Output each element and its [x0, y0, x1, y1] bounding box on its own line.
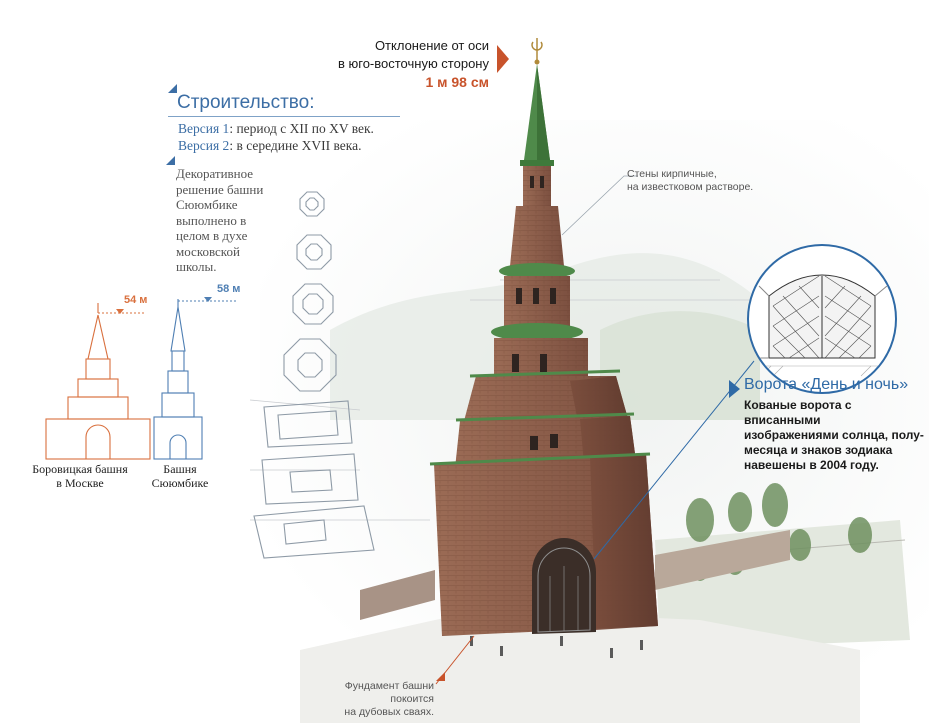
- construction-version-1: Версия 1: период с XII по XV век.: [178, 121, 374, 137]
- gate-line3: месяца и знаков зодиака: [744, 443, 893, 457]
- height-comparison-drawing: [45, 297, 238, 460]
- plan-square-3: [253, 505, 375, 559]
- gate-title: Ворота «День и ночь»: [744, 376, 909, 393]
- gate-pointer-line: [593, 360, 755, 560]
- gate-line2: изображениями солнца, полу-: [744, 428, 924, 442]
- construction-corner-icon: [168, 84, 177, 93]
- gate-line4: навешены в 2004 году.: [744, 458, 879, 472]
- deviation-callout: Отклонение от оси в юго-восточную сторон…: [338, 37, 489, 91]
- foundation-note-line1: Фундамент башни покоится: [344, 680, 434, 705]
- decor-line: московской: [176, 243, 240, 259]
- construction-title: Строительство:: [177, 92, 315, 113]
- decor-line: Сююмбике: [176, 197, 238, 212]
- version2-text: : в середине XVII века.: [229, 138, 362, 153]
- decor-corner-icon: [166, 156, 175, 165]
- decor-line: школы.: [176, 259, 217, 274]
- decor-line: решение башни: [176, 181, 264, 197]
- decor-line: целом в духе: [176, 228, 248, 243]
- deviation-line1: Отклонение от оси: [374, 38, 489, 53]
- borovitskaya-label: Боровицкая башня в Москве: [20, 462, 140, 490]
- plan-square-1: [263, 400, 353, 448]
- walls-note-line2: на известковом растворе.: [627, 181, 754, 193]
- deviation-value: 1 м 98 см: [425, 74, 489, 90]
- syuyumbike-name-line1: Башня: [163, 462, 197, 476]
- syuyumbike-tower-illustration: [429, 38, 658, 658]
- syuyumbike-name-line2: Сююмбике: [151, 476, 209, 490]
- deviation-arrow-icon: [497, 45, 509, 73]
- version2-label: Версия 2: [178, 138, 230, 153]
- borovitskaya-name-line1: Боровицкая башня: [32, 462, 128, 476]
- foundation-note: Фундамент башни покоится на дубовых свая…: [300, 680, 434, 719]
- gate-line1: Кованые ворота с вписанными: [744, 398, 852, 427]
- syuyumbike-height: 58 м: [217, 283, 241, 295]
- version1-text: : период с XII по XV век.: [229, 121, 374, 136]
- syuyumbike-label: Башня Сююмбике: [140, 462, 220, 490]
- gate-drawing: [749, 274, 895, 377]
- plan-octagon-3: [292, 283, 334, 325]
- construction-divider: [168, 116, 400, 117]
- walls-pointer-line: [561, 175, 638, 236]
- construction-version-2: Версия 2: в середине XVII века.: [178, 138, 361, 154]
- gate-detail-image: [747, 244, 897, 394]
- plan-octagon-1: [299, 191, 325, 217]
- version1-label: Версия 1: [178, 121, 230, 136]
- foundation-marker-icon: [436, 672, 445, 681]
- foundation-note-line2: на дубовых сваях.: [344, 706, 434, 718]
- foundation-pointer-line: [435, 635, 475, 685]
- walls-note: Стены кирпичные, на известковом растворе…: [627, 168, 753, 194]
- decor-line: Декоративное: [176, 166, 254, 181]
- gate-marker-icon: [729, 380, 740, 398]
- decor-description: Декоративное решение башни Сююмбике выпо…: [176, 166, 286, 275]
- plan-octagon-4: [283, 338, 337, 392]
- floor-plans: [253, 191, 375, 559]
- borovitskaya-height: 54 м: [124, 294, 148, 306]
- plan-octagon-2: [296, 234, 332, 270]
- borovitskaya-name-line2: в Москве: [56, 476, 104, 490]
- plan-square-2: [261, 453, 359, 505]
- gate-description: Кованые ворота с вписанными изображениям…: [744, 398, 924, 473]
- walls-note-line1: Стены кирпичные,: [627, 168, 717, 180]
- deviation-line2: в юго-восточную сторону: [337, 56, 489, 71]
- decor-line: выполнено в: [176, 212, 247, 228]
